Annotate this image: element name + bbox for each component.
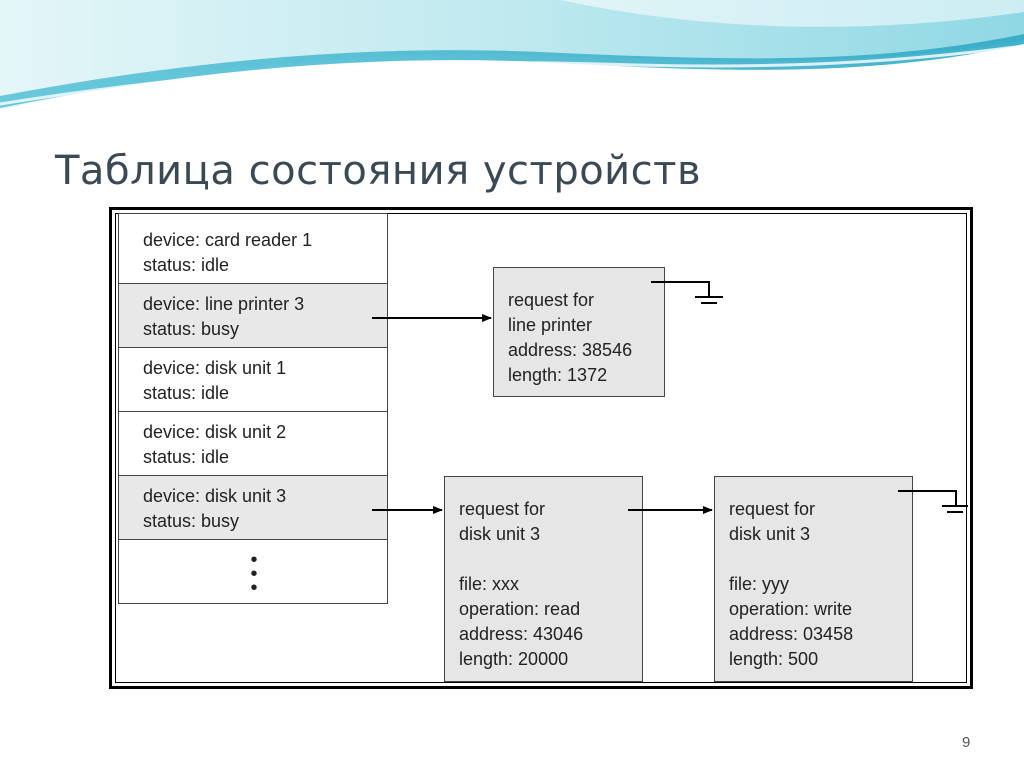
request-box-line-printer: request for line printer address: 38546 … [493, 267, 665, 397]
device-status-table: device: card reader 1 status: idle devic… [118, 213, 388, 604]
request-line: address: 38546 [508, 340, 633, 360]
request-line: address: 43046 [459, 624, 584, 644]
request-line: line printer [508, 315, 593, 335]
request-line: request for [508, 290, 595, 310]
slide-title: Таблица состояния устройств [55, 148, 702, 194]
request-line: operation: write [729, 599, 853, 619]
request-line: file: xxx [459, 574, 520, 594]
header-wave-decoration [0, 0, 1024, 110]
device-label: device: line printer 3 [143, 294, 305, 314]
request-line: disk unit 3 [729, 524, 811, 544]
device-status: status: idle [143, 447, 230, 467]
page-number: 9 [962, 734, 971, 751]
request-line [729, 547, 912, 572]
device-status: status: idle [143, 383, 230, 403]
device-status: status: busy [143, 319, 240, 339]
request-line: disk unit 3 [459, 524, 541, 544]
device-row-card-reader-1: device: card reader 1 status: idle [119, 214, 387, 284]
more-devices-ellipsis: • • • [250, 549, 258, 599]
device-label: device: disk unit 3 [143, 486, 287, 506]
request-line: length: 1372 [508, 365, 608, 385]
request-box-disk-read: request for disk unit 3 file: xxx operat… [444, 476, 643, 682]
request-line: address: 03458 [729, 624, 854, 644]
device-row-line-printer-3: device: line printer 3 status: busy [119, 284, 387, 348]
device-label: device: card reader 1 [143, 230, 313, 250]
diagram-frame-inner-border [115, 213, 967, 683]
device-row-disk-unit-2: device: disk unit 2 status: idle [119, 412, 387, 476]
request-line: request for [459, 499, 546, 519]
request-line: length: 500 [729, 649, 819, 669]
request-line: operation: read [459, 599, 581, 619]
device-status: status: busy [143, 511, 240, 531]
request-line: length: 20000 [459, 649, 569, 669]
device-row-disk-unit-1: device: disk unit 1 status: idle [119, 348, 387, 412]
device-row-disk-unit-3: device: disk unit 3 status: busy [119, 476, 387, 540]
device-label: device: disk unit 1 [143, 358, 287, 378]
request-line: request for [729, 499, 816, 519]
request-line: file: yyy [729, 574, 790, 594]
request-box-disk-write: request for disk unit 3 file: yyy operat… [714, 476, 913, 682]
device-label: device: disk unit 2 [143, 422, 287, 442]
device-status: status: idle [143, 255, 230, 275]
request-line [459, 547, 642, 572]
